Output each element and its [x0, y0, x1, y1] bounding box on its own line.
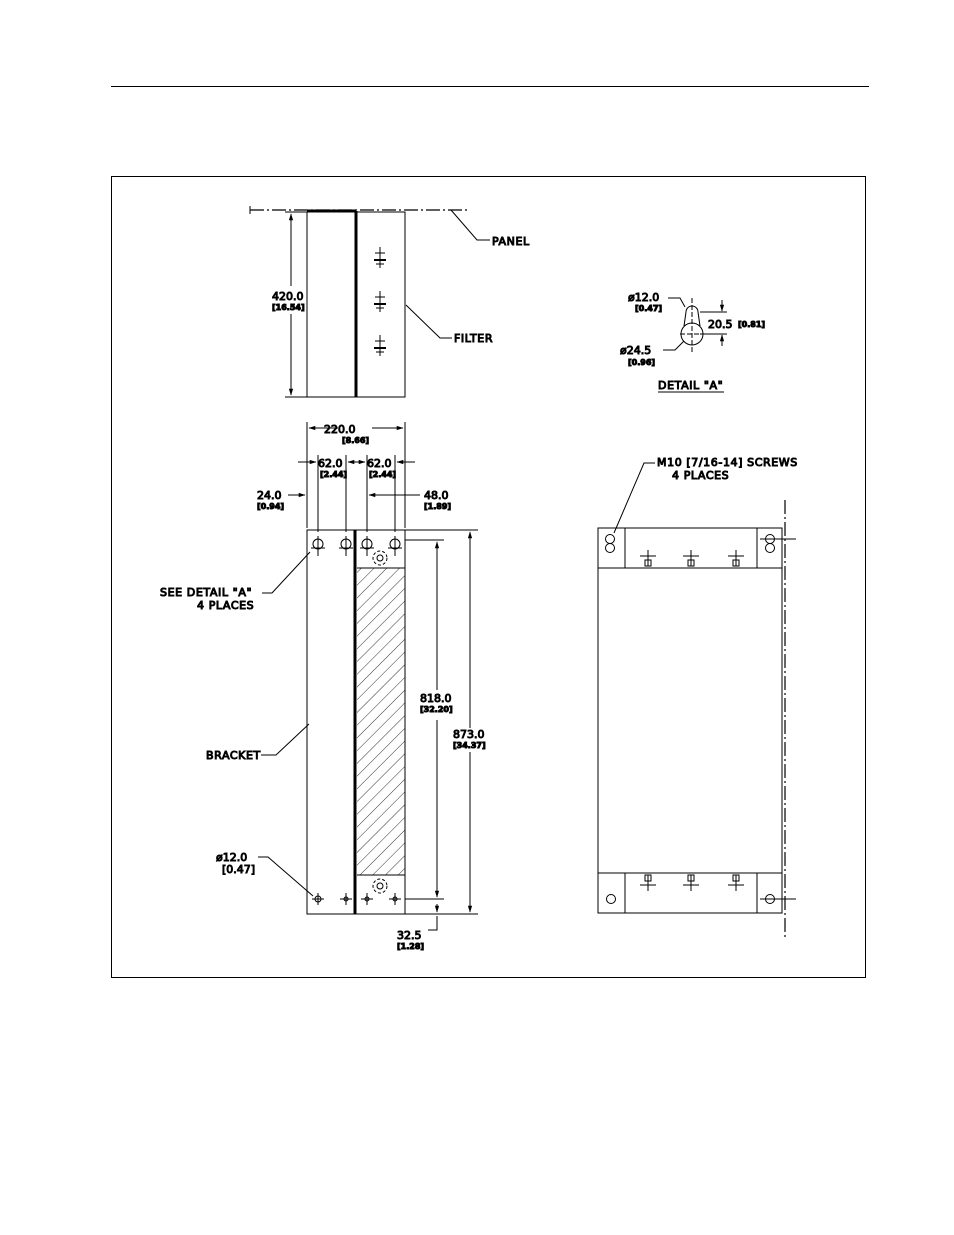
dim-873-in: [34.37]: [453, 741, 486, 750]
detail-dim-20-5-in: [0.81]: [738, 320, 765, 329]
mount-hole-icon: [607, 895, 616, 904]
see-detail-a-places: 4 PLACES: [197, 599, 254, 612]
panel-label: PANEL: [492, 235, 530, 248]
terminal-icon: [640, 550, 656, 566]
dim-220-in: [8.66]: [342, 436, 369, 445]
dim-220: 220.0: [324, 423, 356, 436]
detail-leader-24: [663, 341, 684, 350]
dim-48: 48.0: [424, 489, 449, 502]
terminal-icon: [683, 550, 699, 566]
detail-a: [658, 298, 727, 392]
detail-a-leader: [262, 552, 310, 593]
dim-420: 420.0: [272, 290, 304, 303]
hole-icon: [389, 893, 401, 905]
terminal-icon: [374, 335, 386, 356]
detail-dim-20-5: 20.5: [708, 318, 733, 331]
terminal-icon: [374, 291, 386, 312]
dim-62-right-in: [2.44]: [369, 470, 396, 479]
dim-24: 24.0: [257, 489, 282, 502]
filter-leader: [406, 305, 452, 338]
terminal-icon: [728, 875, 744, 891]
mount-hole-icon: [606, 535, 615, 544]
screws-places: 4 PLACES: [672, 469, 729, 482]
terminal-icon: [374, 247, 386, 268]
detail-leader-12: [668, 298, 685, 307]
hole-icon: [340, 893, 352, 905]
dim-420-in: [16.54]: [272, 303, 305, 312]
filter-label: FILTER: [454, 332, 493, 345]
dim-62-left-in: [2.44]: [320, 470, 347, 479]
hole-icon: [312, 893, 324, 905]
dim-873: 873.0: [453, 728, 485, 741]
detail-dim-24-5: ø24.5: [620, 344, 651, 357]
bracket-label: BRACKET: [206, 749, 261, 762]
terminal-icon: [728, 550, 744, 566]
detail-dim-12-in: [0.47]: [635, 304, 662, 313]
screws-label: M10 [7/16-14] SCREWS: [657, 456, 798, 469]
keyhole-icon: [311, 536, 325, 556]
screws-leader: [614, 463, 655, 533]
dim-48-in: [1.89]: [424, 502, 451, 511]
dim-818-in: [32.20]: [420, 705, 453, 714]
panel-leader: [451, 210, 490, 240]
detail-dim-24-5-in: [0.96]: [628, 358, 655, 367]
terminal-icon: [640, 875, 656, 891]
dim-32-5: 32.5: [397, 929, 422, 942]
filter-lug-top: [373, 551, 387, 565]
detail-dim-12: ø12.0: [628, 291, 659, 304]
keyhole-icon: [339, 536, 353, 556]
filter-lug-bottom: [373, 879, 387, 893]
dim-24-in: [0.94]: [257, 502, 284, 511]
hole-leader: [258, 857, 313, 896]
terminal-icon: [683, 875, 699, 891]
hole-icon: [361, 893, 373, 905]
keyhole-icon: [360, 536, 374, 556]
dim-32-5-in: [1.28]: [397, 942, 424, 951]
detail-a-title: DETAIL "A": [658, 379, 723, 392]
dim-62-right: 62.0: [367, 457, 392, 470]
side-view: [598, 463, 796, 940]
dim-818: 818.0: [420, 692, 452, 705]
keyhole-icon: [388, 536, 402, 556]
dim-hole-12-in: [0.47]: [222, 863, 255, 876]
see-detail-a-label: SEE DETAIL "A": [160, 586, 252, 599]
filter-hatched-area: [357, 568, 405, 875]
dim-62-left: 62.0: [318, 457, 343, 470]
bracket-leader: [261, 724, 309, 755]
